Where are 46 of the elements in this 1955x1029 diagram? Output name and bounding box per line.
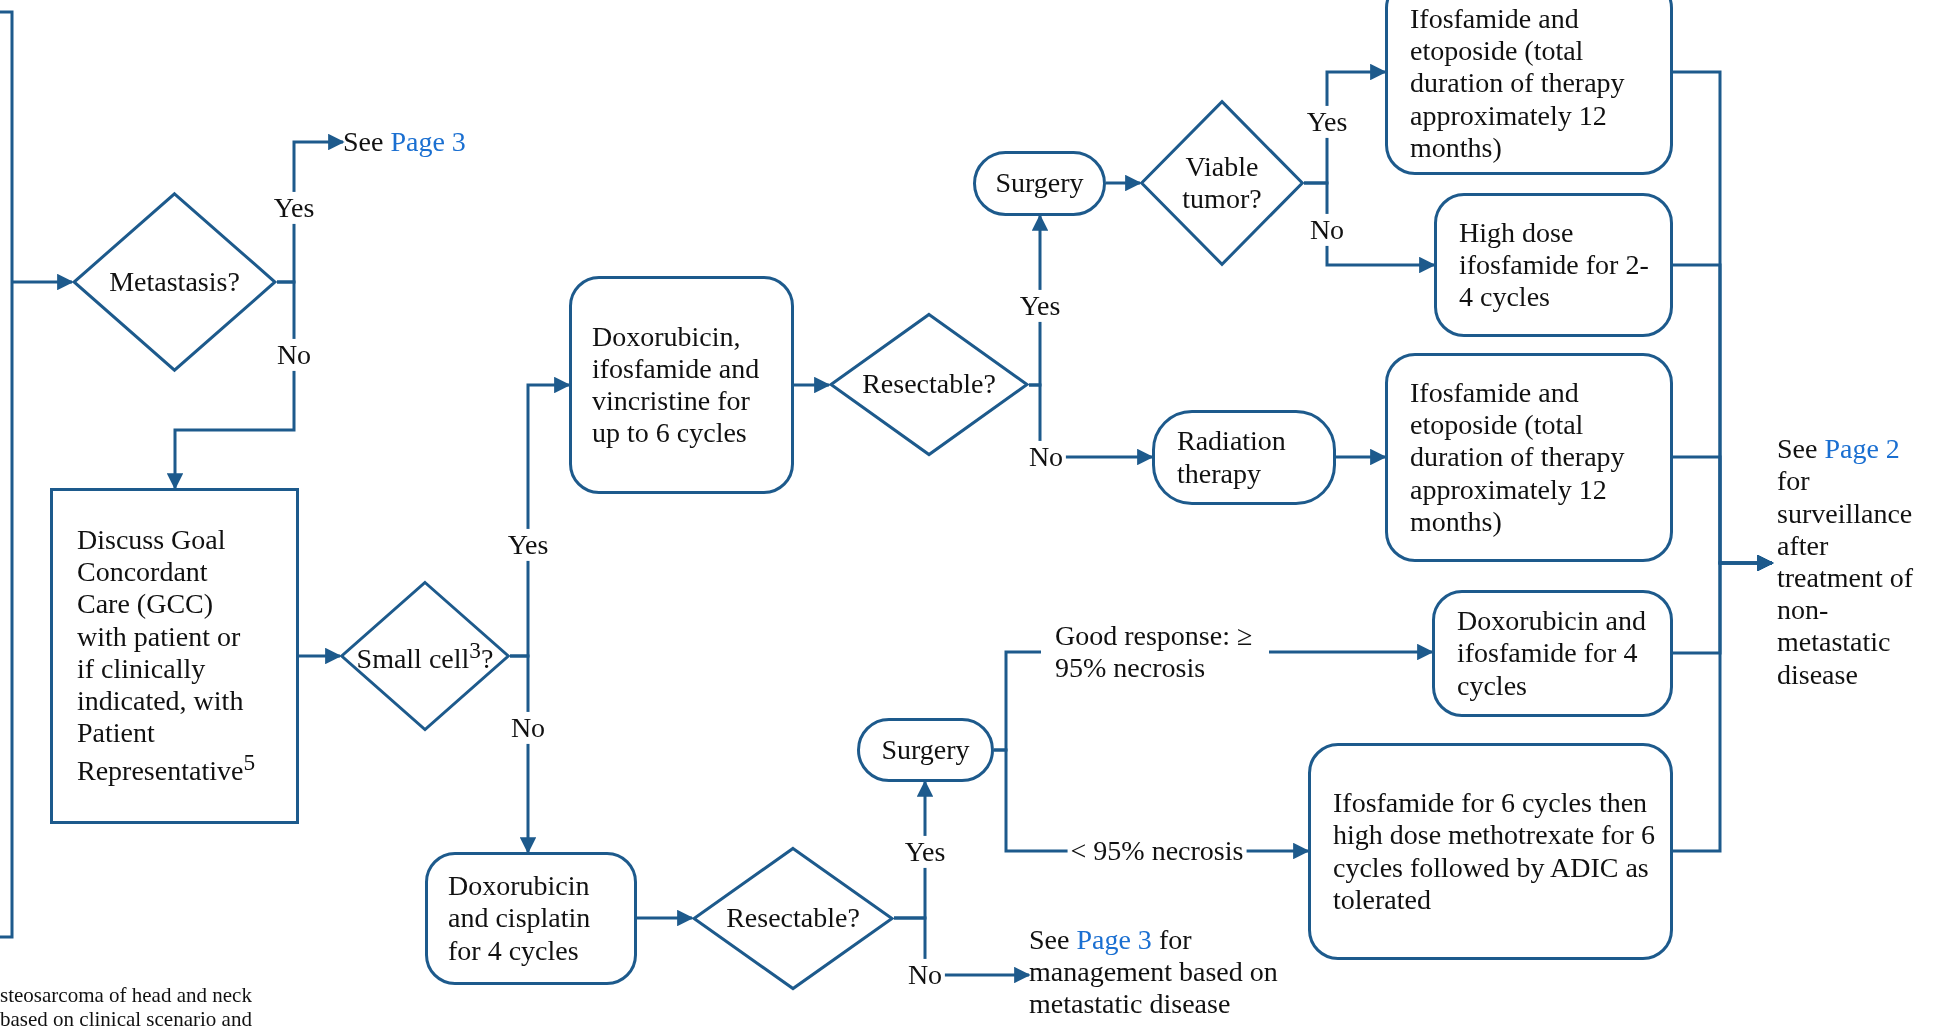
process-box <box>1385 353 1673 562</box>
decision-text: Small cell$^{3}$? <box>356 636 494 676</box>
step-text: Doxorubicin and ifosfamide for 4 cycles <box>1457 605 1647 702</box>
decision-text: Viable tumor? <box>1181 150 1263 216</box>
decision-diamond <box>1140 100 1304 266</box>
process-box <box>1434 193 1673 337</box>
arrow <box>1106 174 1142 192</box>
terminal-box <box>857 718 994 782</box>
arrow <box>637 909 694 927</box>
page-link: Page 2 <box>1824 433 1900 465</box>
decision-diamond <box>340 581 510 731</box>
decision-diamond <box>829 313 1029 456</box>
decision-text: Metastasis? <box>109 265 240 299</box>
process-box <box>1385 0 1673 175</box>
step-text: High dose ifosfamide for 2-4 cycles <box>1459 216 1650 314</box>
footnote-text: steosarcoma of head and neck <box>0 982 252 1009</box>
step-text: Surgery <box>881 733 970 767</box>
step-text: Doxorubicin, ifosfamide and vincristine for up to 6 cycles <box>592 320 761 450</box>
process-box <box>569 276 794 494</box>
footnote-text: based on clinical scenario and <box>0 1006 252 1029</box>
arrow <box>299 647 342 665</box>
arrow <box>166 280 296 490</box>
arrow <box>794 376 831 394</box>
arrow <box>1673 554 1774 853</box>
reference-note: See Page 3 for management based on metastatic disease <box>1029 923 1279 1021</box>
arrow <box>12 273 74 291</box>
process-box <box>1432 590 1673 717</box>
arrow <box>1336 448 1387 466</box>
reference-note: See Page 3 <box>343 125 466 159</box>
page-link: Page 3 <box>1076 923 1152 955</box>
step-text: Ifosfamide for 6 cycles then high dose methotrexate for 6 cycles followed by ADIC as tolerated <box>1333 787 1656 916</box>
step-text: Ifosfamide and etoposide (total duration of therapy approximately 12 months) <box>1410 377 1626 538</box>
step-text: Discuss Goal Concordant Care (GCC) with patient or if clinically indicated, with Patient Representative$^{5}$ <box>77 524 257 788</box>
decision-text: Resectable? <box>726 902 860 935</box>
step-text: Doxorubicin and cisplatin for 4 cycles <box>448 870 592 967</box>
decision-diamond <box>692 847 894 990</box>
process-box <box>425 852 637 985</box>
page-link: Page 3 <box>390 125 466 157</box>
step-text: Surgery <box>995 167 1084 200</box>
process-box <box>50 488 299 824</box>
decision-text: Resectable? <box>862 368 996 401</box>
step-text: Radiation therapy <box>1177 425 1287 490</box>
process-box <box>1308 743 1673 960</box>
terminal-box <box>1152 410 1336 505</box>
reference-note: See Page 2 for surveillance after treatment of non-metastatic disease <box>1777 433 1915 691</box>
step-text: Ifosfamide and etoposide (total duration of therapy approximately 12 months) <box>1410 3 1626 164</box>
